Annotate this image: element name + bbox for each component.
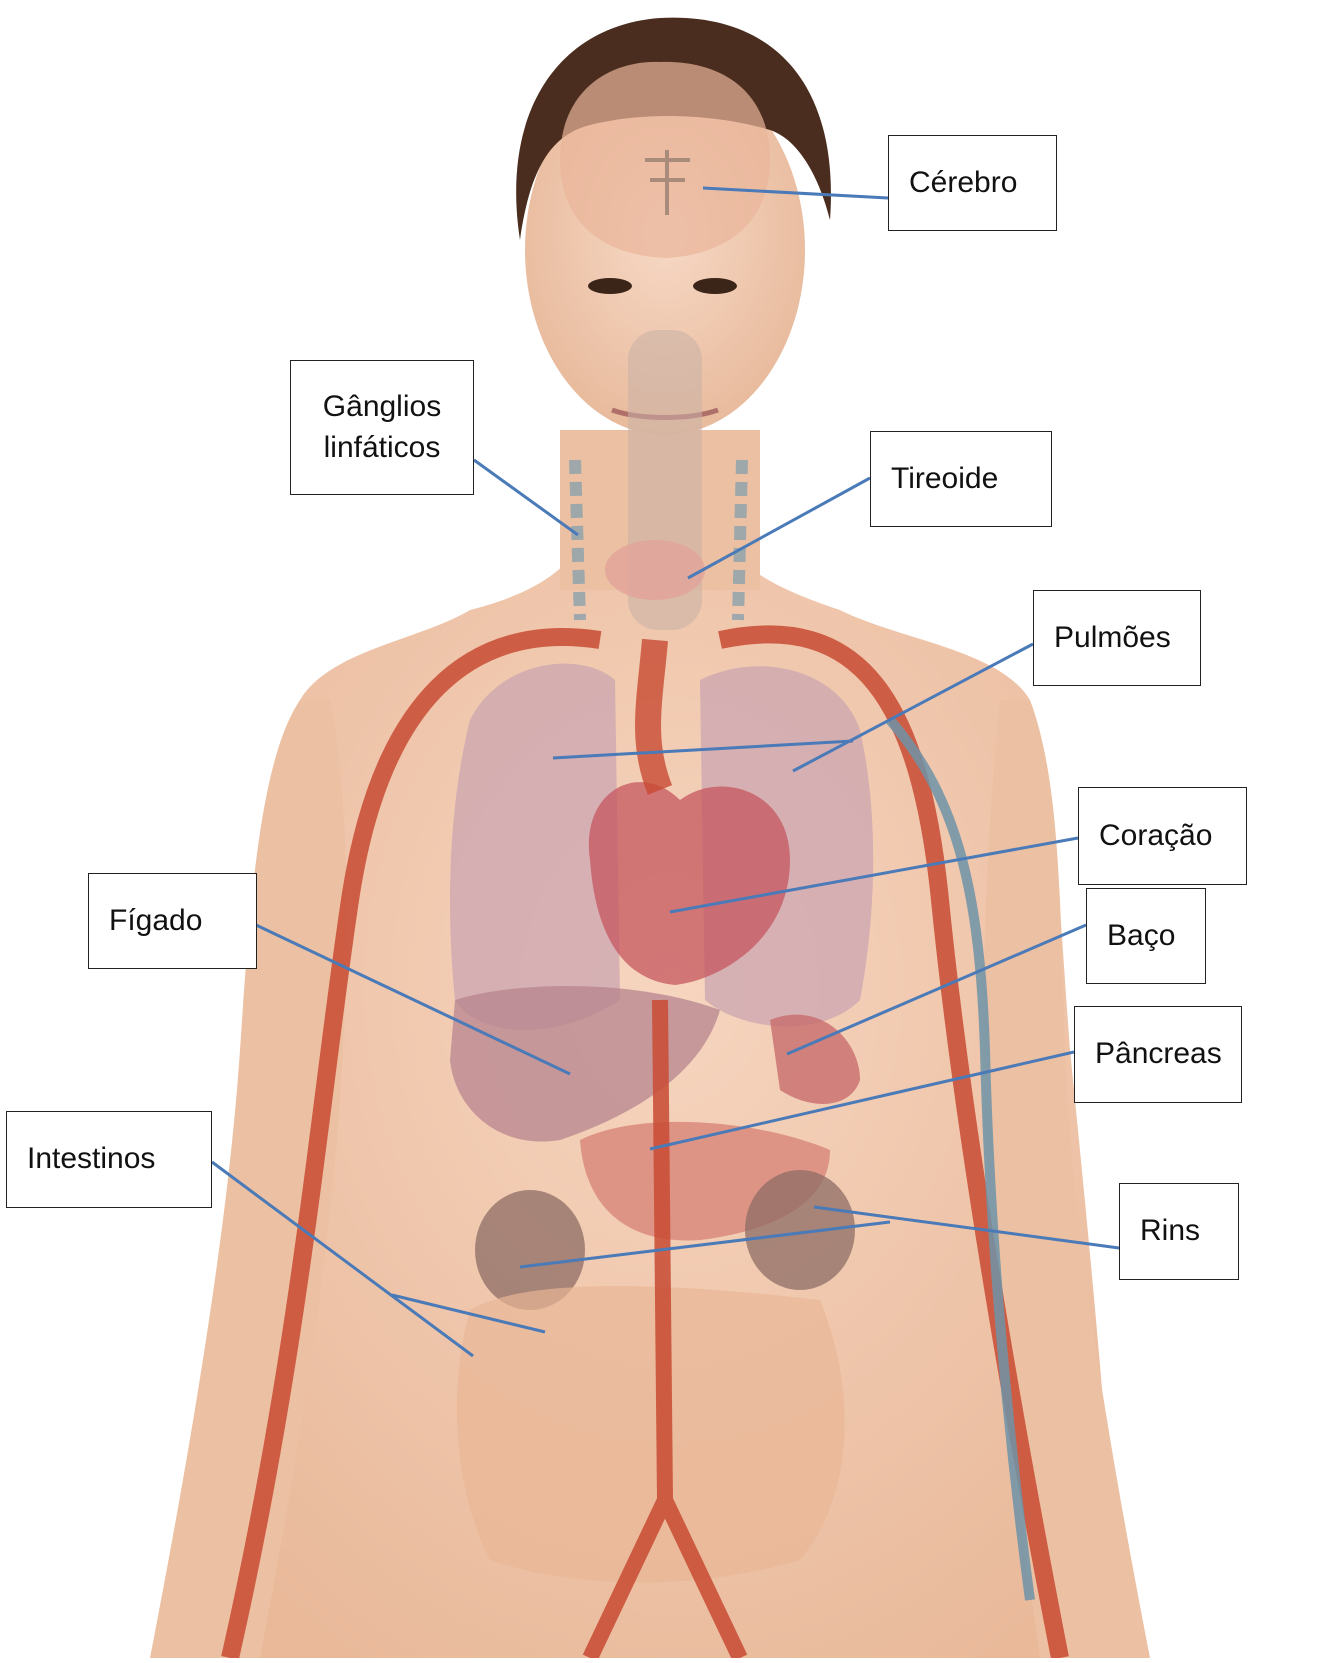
label-tireoide: Tireoide [870,431,1052,527]
eye-right [693,278,737,294]
label-figado-text: Fígado [109,901,202,942]
label-pulmoes: Pulmões [1033,590,1201,686]
label-pancreas-text: Pâncreas [1095,1034,1222,1075]
label-intestinos: Intestinos [6,1111,212,1208]
label-tireoide-text: Tireoide [891,459,998,500]
label-baco-text: Baço [1107,916,1175,957]
label-intestinos-text: Intestinos [27,1139,155,1180]
label-ganglios: Gânglios linfáticos [290,360,474,495]
label-cerebro-text: Cérebro [909,163,1017,204]
label-baco: Baço [1086,888,1206,984]
label-coracao: Coração [1078,787,1247,885]
label-rins: Rins [1119,1183,1239,1280]
eye-left [588,278,632,294]
aorta [648,640,660,790]
label-figado: Fígado [88,873,257,969]
label-pancreas: Pâncreas [1074,1006,1242,1103]
thyroid [605,540,705,600]
label-pulmoes-text: Pulmões [1054,618,1171,659]
label-coracao-text: Coração [1099,816,1212,857]
label-cerebro: Cérebro [888,135,1057,231]
label-ganglios-text: Gânglios linfáticos [312,387,452,468]
label-rins-text: Rins [1140,1211,1200,1252]
kidney-right [745,1170,855,1290]
